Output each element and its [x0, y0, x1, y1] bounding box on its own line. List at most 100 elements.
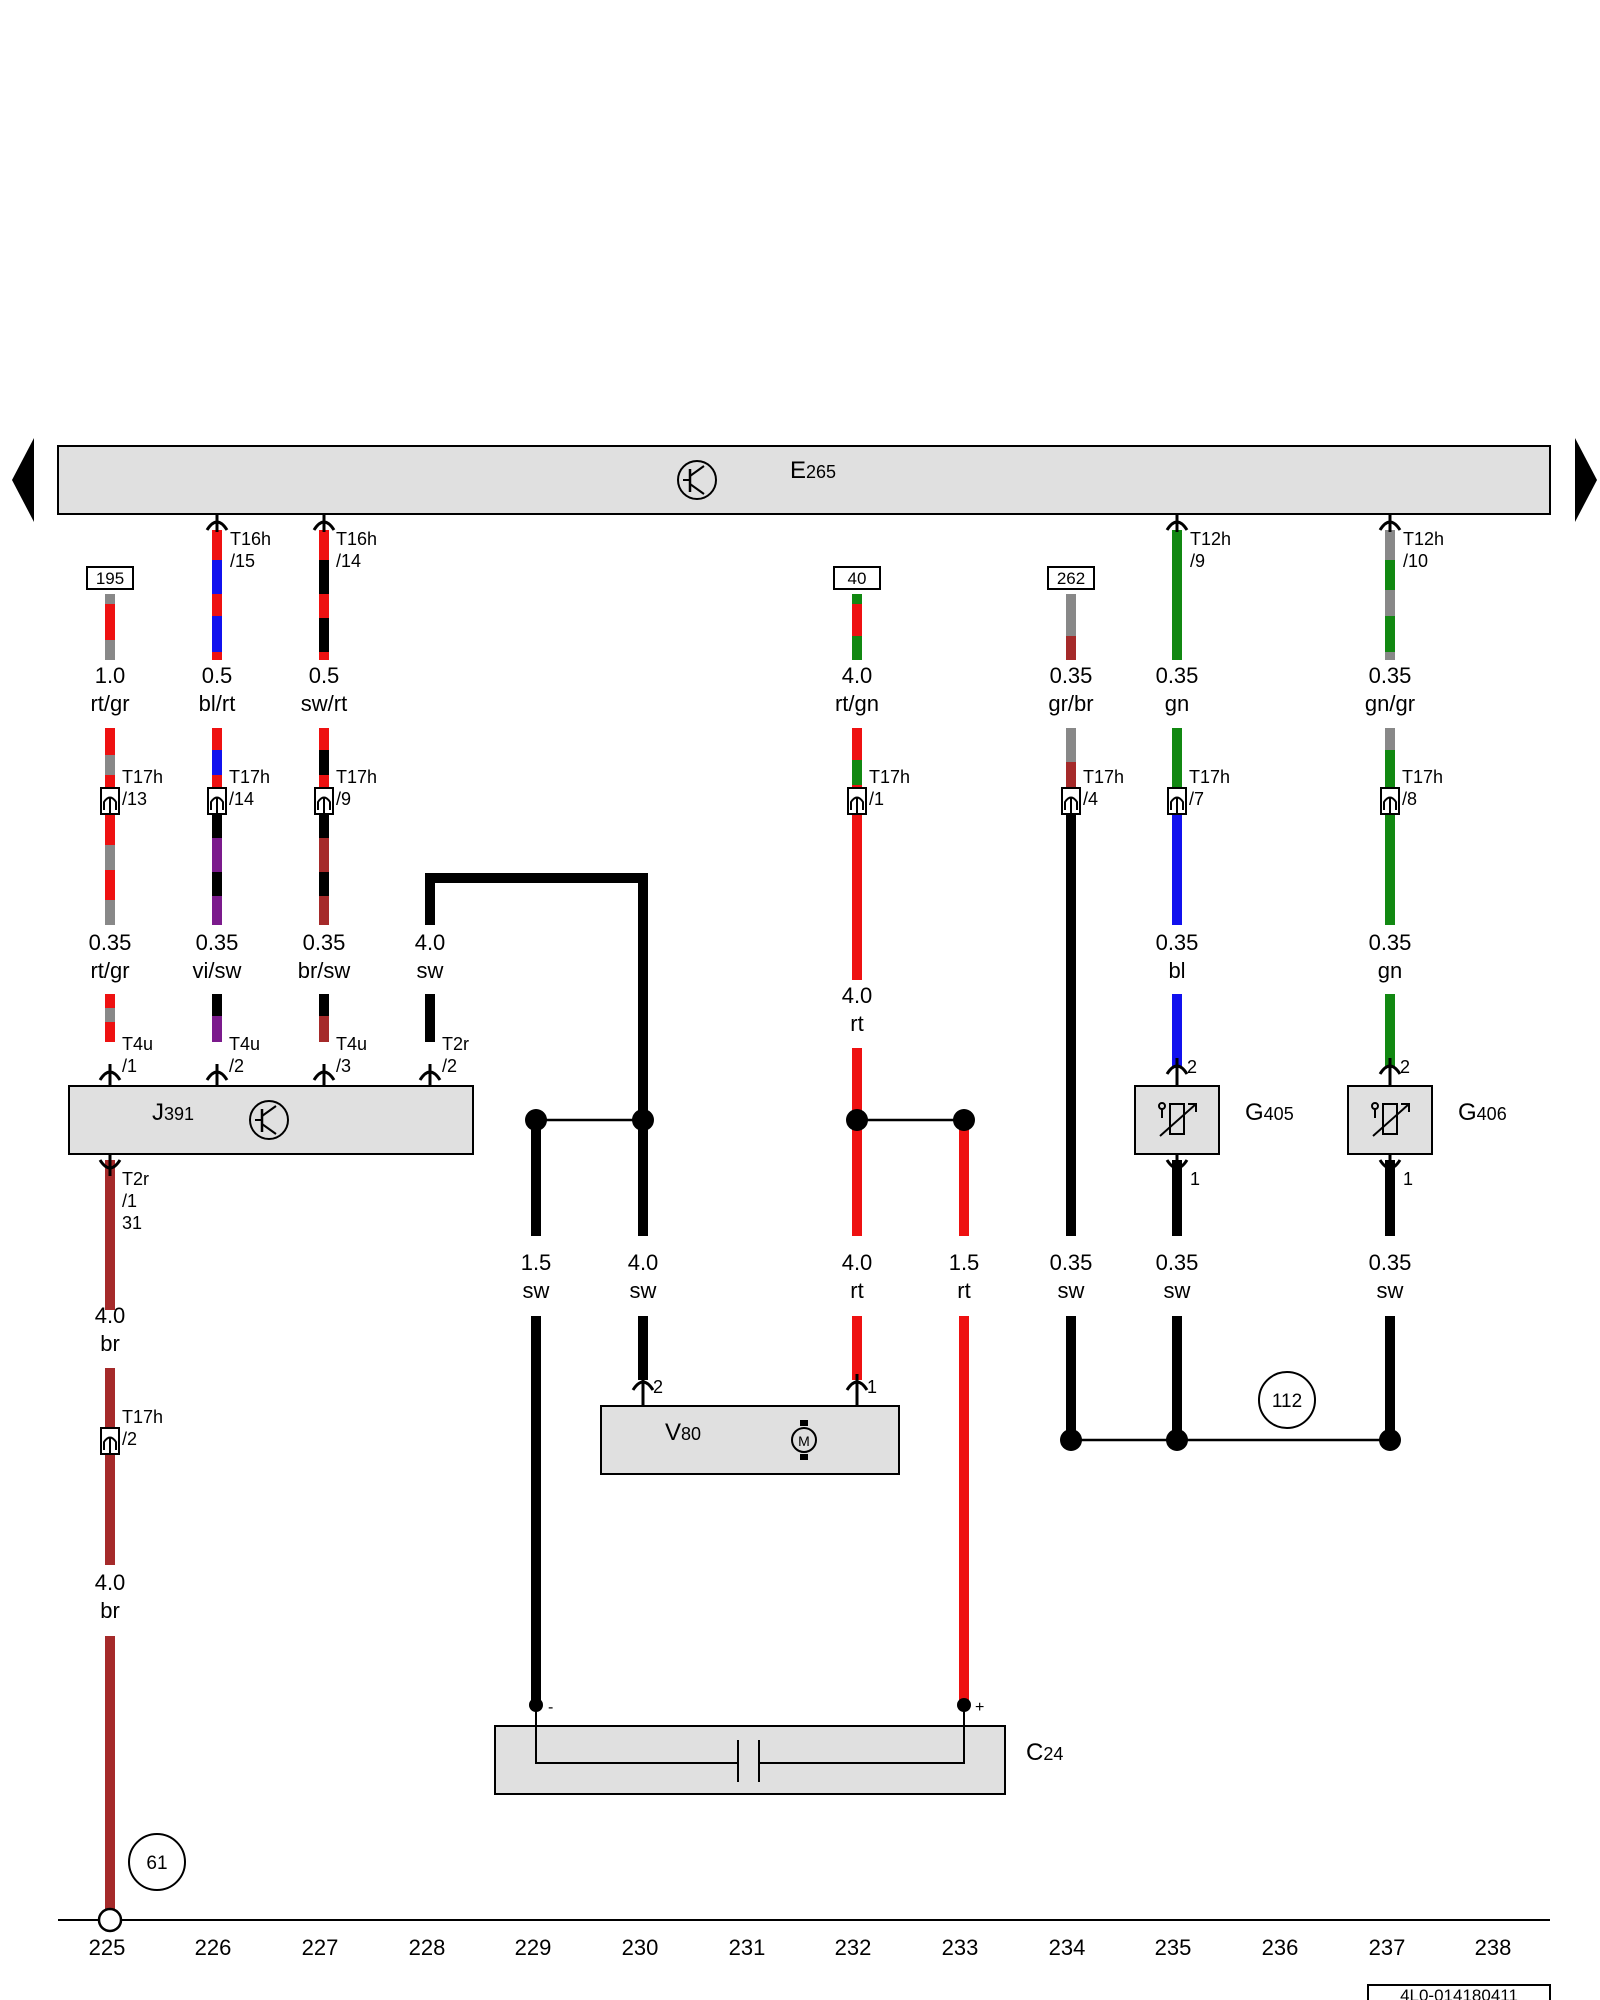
- connector-label: T12h/10: [1403, 529, 1444, 571]
- nav-arrow-left[interactable]: [12, 438, 34, 522]
- column-number: 231: [729, 1935, 766, 1960]
- connector-label: T16h/15: [230, 529, 271, 571]
- column-number: 237: [1369, 1935, 1406, 1960]
- ref-box: [86, 566, 134, 590]
- inline-plugs: [100, 787, 1400, 1455]
- ref-box: [833, 566, 881, 590]
- connector-label: T2r/2: [442, 1034, 469, 1076]
- ref-box: [1047, 566, 1095, 590]
- wire-size: 0.35: [1369, 663, 1412, 688]
- wire-color: rt/gn: [835, 691, 879, 716]
- reference-boxes: 195 40 262: [86, 566, 1095, 590]
- plug-icon: [100, 1427, 120, 1455]
- connector-label: T17h/2: [122, 1407, 163, 1449]
- pin-number: 1: [867, 1377, 877, 1397]
- component-e265[interactable]: E265: [57, 445, 1551, 515]
- wire-color: vi/sw: [193, 958, 242, 983]
- connector-label: T17h/7: [1189, 767, 1230, 809]
- wire-size: 0.35: [1156, 930, 1199, 955]
- wire-color: gr/br: [1048, 691, 1093, 716]
- column-number: 235: [1155, 1935, 1192, 1960]
- ref-label: 40: [848, 569, 867, 588]
- junction-dot: [1060, 1429, 1082, 1451]
- junction-dot: [846, 1109, 868, 1131]
- plug-icon: [1167, 787, 1187, 815]
- ref-label: 195: [96, 569, 124, 588]
- connector-label: T17h/4: [1083, 767, 1124, 809]
- wire-color: sw: [1164, 1278, 1191, 1303]
- component-label: C24: [1026, 1739, 1063, 1766]
- wire-size: 4.0: [842, 663, 873, 688]
- pin-number: 1: [1403, 1169, 1413, 1189]
- wire-size: 0.35: [89, 930, 132, 955]
- document-id: 4L0-014180411: [1367, 1984, 1551, 2000]
- transistor-icon: [677, 460, 717, 500]
- wire-color: gn: [1378, 958, 1402, 983]
- component-c24[interactable]: - + C24: [494, 1699, 1063, 1795]
- junction-dot: [1379, 1429, 1401, 1451]
- wire-color: rt: [850, 1011, 863, 1036]
- column-number: 228: [409, 1935, 446, 1960]
- ref-label: 262: [1057, 569, 1085, 588]
- c24-minus-label: -: [548, 1699, 553, 1716]
- column-number: 233: [942, 1935, 979, 1960]
- pin-number: 2: [653, 1377, 663, 1397]
- component-label: G406: [1458, 1099, 1507, 1126]
- plug-icon: [207, 787, 227, 815]
- motor-icon: M: [791, 1420, 817, 1460]
- column-number: 230: [622, 1935, 659, 1960]
- pin-number: 2: [1400, 1057, 1410, 1077]
- wire-size: 1.5: [949, 1250, 980, 1275]
- c24-plus-label: +: [975, 1699, 984, 1716]
- pin-numbers: 2 1 2 1 2 1: [653, 1057, 1413, 1397]
- wire-size: 4.0: [95, 1570, 126, 1595]
- component-g405[interactable]: G405: [1134, 1085, 1294, 1155]
- wire-color: sw: [523, 1278, 550, 1303]
- connector-label: T4u/2: [229, 1034, 260, 1076]
- pin-arcs: [98, 514, 1402, 1406]
- wire-color: sw: [630, 1278, 657, 1303]
- connector-label: T12h/9: [1190, 529, 1231, 571]
- wire-size: 4.0: [842, 1250, 873, 1275]
- junction-dot: [953, 1109, 975, 1131]
- column-number: 226: [195, 1935, 232, 1960]
- wire-size: 0.35: [1156, 663, 1199, 688]
- wire-color: gn: [1165, 691, 1189, 716]
- wire-color: sw: [1058, 1278, 1085, 1303]
- connector-label: T17h/13: [122, 767, 163, 809]
- column-numbers: 225 226 227 228 229 230 231 232 233 234 …: [89, 1935, 1512, 1960]
- connector-label: T16h/14: [336, 529, 377, 571]
- nav-arrow-right[interactable]: [1575, 438, 1597, 522]
- wire-color: br: [100, 1598, 120, 1623]
- component-label: J391: [152, 1099, 194, 1126]
- column-number: 225: [89, 1935, 126, 1960]
- circle-ref-label: 61: [146, 1853, 167, 1874]
- transistor-icon: [249, 1100, 289, 1140]
- plug-icon: [847, 787, 867, 815]
- column-number: 234: [1049, 1935, 1086, 1960]
- component-v80[interactable]: M V80: [600, 1405, 900, 1475]
- wire-color: rt/gr: [90, 958, 129, 983]
- junctions: [525, 1109, 1401, 1712]
- component-j391[interactable]: J391: [68, 1085, 474, 1155]
- wire-size: 0.35: [1369, 1250, 1412, 1275]
- wire-color: rt: [850, 1278, 863, 1303]
- circle-ref-label: 112: [1272, 1391, 1302, 1412]
- wire-color: bl/rt: [199, 691, 236, 716]
- wire-color: sw: [1377, 1278, 1404, 1303]
- component-label: V80: [665, 1419, 701, 1446]
- thermistor-icon: [1371, 1102, 1410, 1137]
- junction-dot: [525, 1109, 547, 1131]
- component-label: G405: [1245, 1099, 1294, 1126]
- wire-size: 0.35: [1050, 1250, 1093, 1275]
- connector-label: T17h/9: [336, 767, 377, 809]
- component-g406[interactable]: G406: [1347, 1085, 1507, 1155]
- connector-label: T17h/8: [1402, 767, 1443, 809]
- column-number: 238: [1475, 1935, 1512, 1960]
- wire-color: br/sw: [298, 958, 351, 983]
- wire-size: 0.35: [1050, 663, 1093, 688]
- wire-color: rt: [957, 1278, 970, 1303]
- ground-point: [97, 1907, 123, 1933]
- pin-number: 2: [1187, 1057, 1197, 1077]
